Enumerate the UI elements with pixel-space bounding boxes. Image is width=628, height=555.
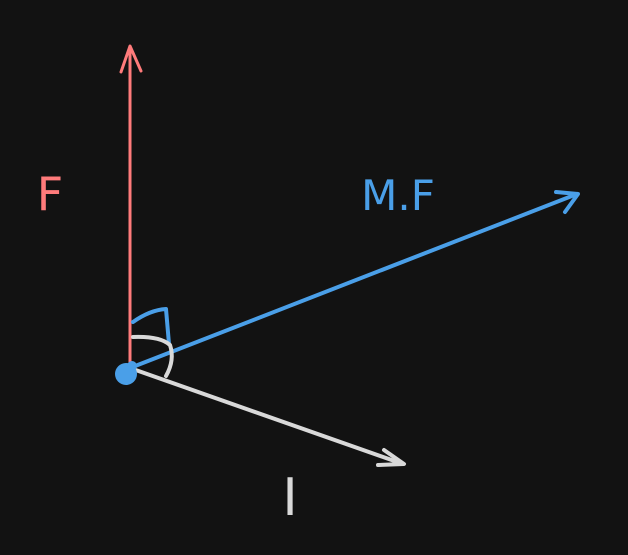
vector-i-shaft [128, 366, 405, 466]
vector-i-label: I [282, 468, 297, 528]
vector-f-arrowhead [119, 44, 143, 74]
vector-mf-label: M.F [361, 171, 435, 220]
angle-marker-f-mf [131, 307, 171, 346]
vector-i: I [128, 366, 406, 528]
vector-mf: M.F [128, 171, 580, 370]
vector-mf-arrowhead [554, 190, 580, 214]
vector-f-label: F [37, 167, 63, 221]
vector-f: F [37, 44, 143, 370]
angle-marker-mf-i [131, 334, 174, 378]
origin-point-highlight [127, 361, 137, 371]
vector-i-arrowhead [376, 448, 406, 467]
vector-mf-shaft [128, 192, 579, 370]
